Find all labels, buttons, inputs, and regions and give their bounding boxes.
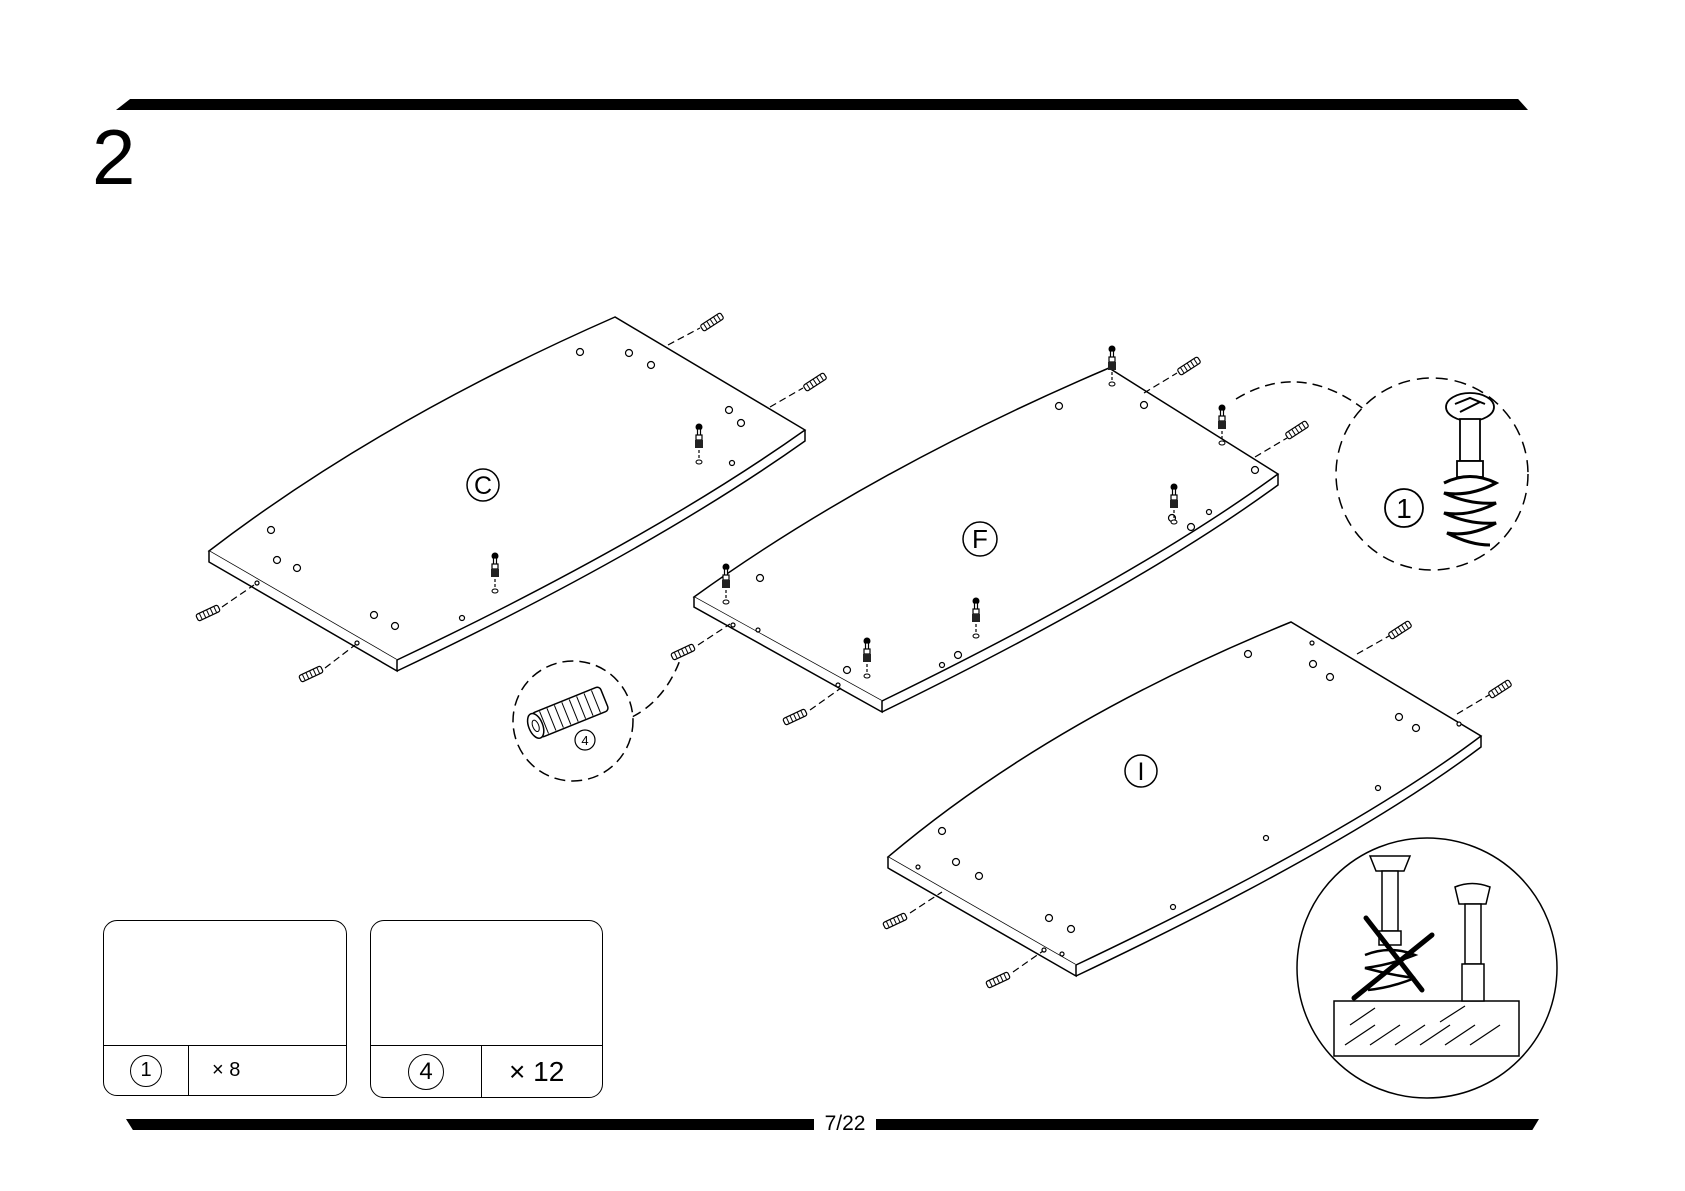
- footer-bar-right: [876, 1119, 1539, 1130]
- part-id-badge: 1: [130, 1055, 162, 1087]
- dowel-detail-callout: 4: [513, 660, 680, 781]
- panel-f-label: F: [972, 524, 988, 554]
- panel-i-label: I: [1138, 758, 1145, 786]
- cam-bolt-detail-callout: 1: [1236, 378, 1528, 570]
- footer-bar-left: [126, 1119, 814, 1130]
- part-quantity: × 12: [509, 1056, 564, 1088]
- part-id: 4: [419, 1058, 432, 1086]
- parts-row: 4 × 12: [371, 1045, 602, 1097]
- cam-bolt-callout-label: 1: [1396, 493, 1412, 524]
- insertion-warning-detail: [1297, 838, 1557, 1098]
- part-id-badge: 4: [408, 1054, 444, 1090]
- parts-box-dowel: 4 × 12: [370, 920, 603, 1098]
- part-quantity: × 8: [212, 1059, 240, 1082]
- part-id: 1: [140, 1059, 151, 1082]
- parts-box-cam-bolt: 1 × 8: [103, 920, 347, 1096]
- page-number: 7/22: [814, 1112, 876, 1136]
- parts-row: 1 × 8: [104, 1045, 346, 1095]
- dowel-callout-label: 4: [581, 733, 588, 748]
- panel-c-label: C: [474, 472, 492, 500]
